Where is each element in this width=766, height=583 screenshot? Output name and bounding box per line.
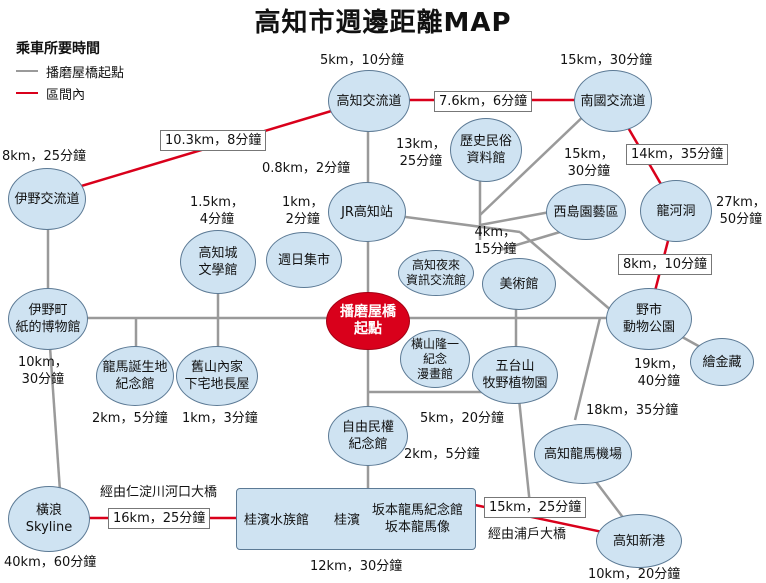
legend-title: 乘車所要時間 (16, 41, 100, 57)
dist-katsurahama: 12km，30分鐘 (310, 559, 403, 574)
legend-red-line (16, 92, 38, 94)
route-to-nankoku (479, 109, 591, 216)
route-to-bijutsukan (499, 230, 561, 252)
node-nomachi[interactable]: 野市 動物公園 (606, 288, 692, 350)
dist-jr: 0.8km，2分鐘 (262, 161, 351, 176)
node-nankoku-ic[interactable]: 南國交流道 (574, 70, 652, 132)
box-ic-ic: 7.6km，6分鐘 (434, 91, 533, 112)
dist-ryoma-airport: 18km，35分鐘 (586, 403, 679, 418)
dist-nomachi: 19km， 40分鐘 (634, 357, 684, 389)
dist-nichiyoichi: 1km， 2分鐘 (282, 195, 324, 227)
node-kochi-ic[interactable]: 高知交流道 (328, 70, 410, 132)
dist-inocho: 10km， 30分鐘 (18, 355, 68, 387)
dist-kyuyamauchi: 1km，3分鐘 (182, 411, 258, 426)
dist-ryugado: 27km， 50分鐘 (716, 195, 766, 227)
dist-godaisan: 5km，20分鐘 (420, 411, 505, 426)
node-yokoyama[interactable]: 橫山隆一 紀念 漫畫館 (400, 330, 470, 388)
node-yoichi[interactable]: 高知夜來 資訊交流館 (398, 250, 474, 296)
box-box-port: 15km，25分鐘 (484, 497, 587, 518)
box-nankoku-ryugado: 14km，35分鐘 (626, 144, 729, 165)
node-kochi-port[interactable]: 高知新港 (596, 514, 682, 568)
dist-nankoku-ic: 15km，30分鐘 (560, 53, 653, 68)
node-inocho[interactable]: 伊野町 紙的博物館 (8, 288, 88, 350)
dist-bijutsukan: 4km， 15分鐘 (474, 225, 517, 257)
label-suizokukan[interactable]: 桂濱水族館 (244, 513, 310, 528)
dist-jiyuminken: 2km，5分鐘 (404, 447, 480, 462)
box-yokonami: 16km，25分鐘 (108, 508, 211, 529)
route-to-nishijima (479, 210, 551, 227)
label-katsurahama[interactable]: 桂濱 (334, 513, 361, 528)
node-iyo-ic[interactable]: 伊野交流道 (8, 168, 86, 230)
node-yokonami[interactable]: 橫浪 Skyline (8, 486, 90, 552)
route-east-to-nomachi (519, 231, 621, 319)
box-ryugado-nomachi: 8km，10分鐘 (618, 254, 713, 275)
dist-rekishi: 13km， 25分鐘 (396, 137, 446, 169)
node-kochijo[interactable]: 高知城 文學館 (180, 230, 256, 294)
legend-gray-line (16, 70, 38, 72)
dist-nishijima: 15km， 30分鐘 (564, 147, 614, 179)
box-iyo-kochi: 10.3km，8分鐘 (160, 130, 267, 151)
node-hub-harimayabashi[interactable]: 播磨屋橋 起點 (326, 292, 410, 350)
node-ryoma-airport[interactable]: 高知龍馬機場 (534, 424, 632, 484)
node-jiyuminken[interactable]: 自由民權 紀念館 (328, 406, 408, 466)
node-kyuyamauchi[interactable]: 舊山內家 下宅地長屋 (176, 346, 258, 406)
node-ekintou[interactable]: 繪金藏 (690, 338, 754, 386)
note-niyodo: 經由仁淀川河口大橋 (100, 485, 218, 500)
map-title: 高知市週邊距離MAP (254, 8, 512, 38)
legend-gray-label: 播磨屋橋起點 (46, 65, 125, 81)
node-bijutsukan[interactable]: 美術館 (482, 258, 556, 310)
dist-iyo-ic: 8km，25分鐘 (2, 149, 87, 164)
label-ryoma-museum[interactable]: 坂本龍馬紀念館 坂本龍馬像 (372, 503, 464, 535)
dist-kochi-ic: 5km，10分鐘 (320, 53, 405, 68)
node-rekishi[interactable]: 歷史民俗 資料館 (450, 118, 522, 182)
legend-red-label: 區間內 (46, 87, 86, 103)
node-nishijima[interactable]: 西島園藝區 (546, 184, 626, 240)
box-katsurahama[interactable] (236, 488, 476, 550)
dist-kochijo: 1.5km， 4分鐘 (190, 195, 244, 227)
node-jr-kochi[interactable]: JR高知站 (328, 182, 406, 242)
node-ryoma-birth[interactable]: 龍馬誕生地 紀念館 (96, 346, 174, 406)
dist-yokonami: 40km，60分鐘 (4, 555, 97, 570)
dist-kochi-port: 10km，20分鐘 (588, 567, 681, 582)
legend-gray: 播磨屋橋起點 (16, 62, 125, 81)
dist-ryoma-birth: 2km，5分鐘 (92, 411, 168, 426)
node-godaisan[interactable]: 五台山 牧野植物園 (472, 346, 558, 404)
route-to-airport (573, 317, 602, 421)
node-nichiyoichi[interactable]: 週日集市 (266, 232, 342, 288)
legend-red: 區間內 (16, 84, 86, 103)
note-urado: 經由浦戶大橋 (488, 527, 567, 542)
node-ryugado[interactable]: 龍河洞 (640, 180, 712, 242)
